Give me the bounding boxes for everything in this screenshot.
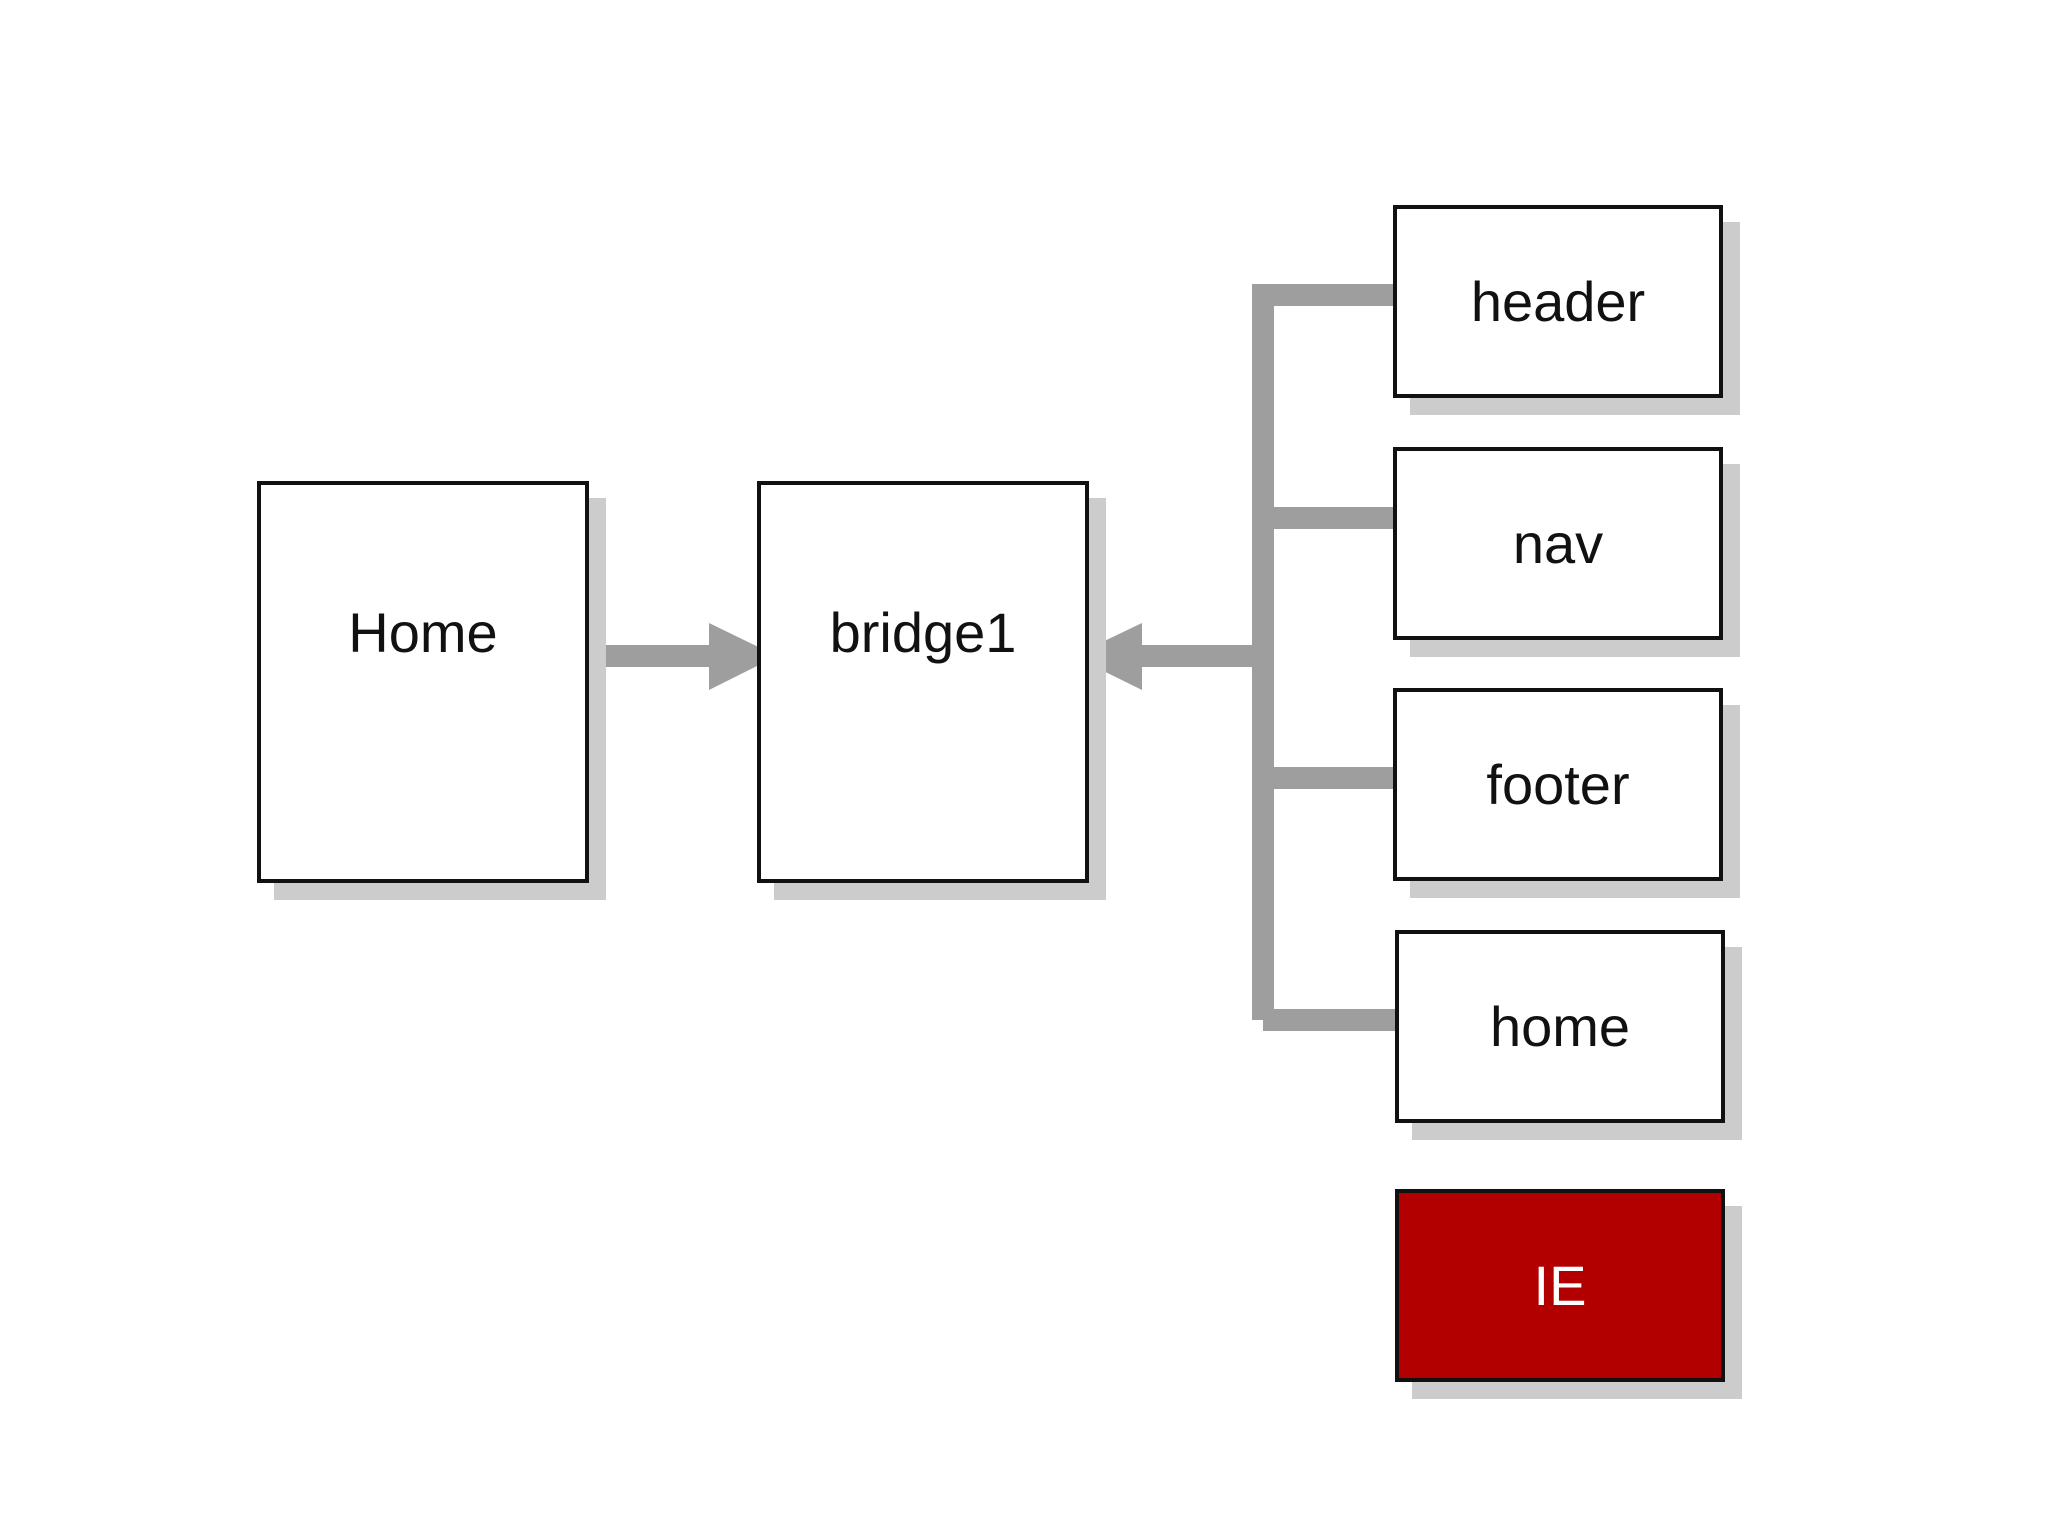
node-label: bridge1 bbox=[829, 601, 1017, 664]
node-label: header bbox=[1470, 269, 1646, 333]
node-nav[interactable]: nav bbox=[1393, 447, 1723, 640]
node-home-page[interactable]: Home bbox=[257, 481, 589, 883]
bus-vertical bbox=[1252, 284, 1274, 1020]
bus-partials-to-bridge1 bbox=[1073, 284, 1396, 1031]
bus-branch-nav bbox=[1263, 507, 1396, 529]
node-label: IE bbox=[1533, 1253, 1587, 1317]
node-label: Home bbox=[348, 601, 498, 664]
node-ie[interactable]: IE bbox=[1395, 1189, 1725, 1382]
bus-shaft-to-bridge1 bbox=[1140, 645, 1263, 667]
node-footer[interactable]: footer bbox=[1393, 688, 1723, 881]
arrow-home-to-bridge1 bbox=[589, 623, 777, 690]
node-bridge1[interactable]: bridge1 bbox=[757, 481, 1089, 883]
arrow-shaft bbox=[589, 645, 711, 667]
bus-branch-header bbox=[1263, 284, 1396, 306]
bus-branch-home bbox=[1263, 1009, 1396, 1031]
bus-branch-footer bbox=[1263, 767, 1396, 789]
node-label: footer bbox=[1486, 752, 1630, 816]
node-header[interactable]: header bbox=[1393, 205, 1723, 398]
node-label: home bbox=[1489, 994, 1631, 1058]
node-home-partial[interactable]: home bbox=[1395, 930, 1725, 1123]
node-label: nav bbox=[1512, 511, 1604, 575]
